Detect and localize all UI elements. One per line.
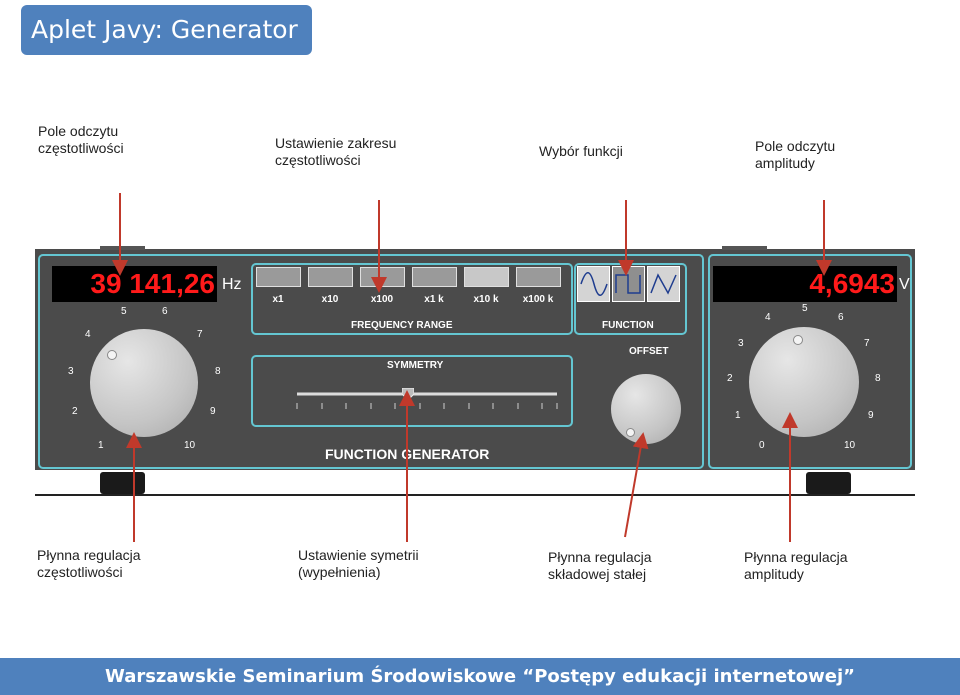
amp-dial-number: 6 (838, 312, 844, 323)
callout-line: amplitudy (755, 155, 815, 171)
callout-offset: Płynna regulacja składowej stałej (548, 549, 652, 583)
callout-amplitude: Płynna regulacja amplitudy (744, 549, 848, 583)
triangle-wave-icon (650, 273, 677, 295)
panel-outlines (38, 254, 912, 469)
freq-dial-number: 4 (85, 329, 91, 340)
amp-dial-number: 7 (864, 338, 870, 349)
amp-dial-number: 2 (727, 373, 733, 384)
range-button-x1[interactable] (256, 267, 301, 287)
range-button-x100k[interactable] (516, 267, 561, 287)
amplitude-unit: V (899, 276, 910, 293)
amp-dial-number: 1 (735, 410, 741, 421)
callout-line: Płynna regulacja (37, 547, 141, 563)
slide-title: Aplet Javy: Generator (21, 5, 312, 55)
range-label-x100: x100 (370, 294, 394, 305)
freq-dial-number: 6 (162, 306, 168, 317)
callout-line: Ustawienie symetrii (298, 547, 419, 563)
frequency-value: 39 141,26 (90, 268, 215, 299)
range-label-x100k: x100 k (522, 294, 554, 305)
callout-line: Płynna regulacja (744, 549, 848, 565)
range-button-x1k[interactable] (412, 267, 457, 287)
freq-dial-number: 10 (184, 440, 196, 451)
function-button-sine[interactable] (577, 266, 610, 302)
sine-wave-icon (580, 272, 608, 296)
range-button-x10k[interactable] (464, 267, 509, 287)
offset-label: OFFSET (629, 346, 669, 357)
amp-dial-number: 9 (868, 410, 874, 421)
footer-banner: Warszawskie Seminarium Środowiskowe “Pos… (0, 658, 960, 695)
range-label-x1: x1 (272, 294, 284, 305)
knob-indicator (793, 335, 803, 345)
callout-line: częstotliwości (38, 140, 124, 156)
callout-freq-adjust: Płynna regulacja częstotliwości (37, 547, 141, 581)
square-wave-icon (615, 274, 641, 294)
callout-line: Ustawienie zakresu (275, 135, 397, 151)
range-button-x10[interactable] (308, 267, 353, 287)
frequency-range-label: FREQUENCY RANGE (351, 320, 453, 331)
device-top-tab (722, 246, 767, 250)
freq-dial-number: 3 (68, 366, 74, 377)
function-button-triangle[interactable] (647, 266, 680, 302)
freq-dial-number: 7 (197, 329, 203, 340)
freq-dial-number: 9 (210, 406, 216, 417)
callout-line: (wypełnienia) (298, 564, 381, 580)
amplitude-knob[interactable] (749, 327, 859, 437)
callout-line: Pole odczytu (38, 123, 119, 139)
device-foot-right (806, 472, 851, 494)
callout-line: częstotliwości (275, 152, 361, 168)
function-label: FUNCTION (602, 320, 654, 331)
callout-line: Płynna regulacja (548, 549, 652, 565)
frequency-unit: Hz (222, 276, 242, 293)
range-label-x1k: x1 k (424, 294, 444, 305)
device-top-tab (100, 246, 145, 250)
frequency-knob[interactable] (90, 329, 198, 437)
amp-dial-number: 10 (844, 440, 856, 451)
callout-line: częstotliwości (37, 564, 123, 580)
amp-dial-number: 8 (875, 373, 881, 384)
callout-freq-range: Ustawienie zakresu częstotliwości (275, 135, 396, 169)
callout-symmetry: Ustawienie symetrii (wypełnienia) (298, 547, 419, 581)
callout-function-select: Wybór funkcji (539, 143, 623, 159)
freq-dial-number: 1 (98, 440, 104, 451)
callout-freq-readout: Pole odczytu częstotliwości (38, 123, 124, 157)
freq-dial-number: 5 (121, 306, 127, 317)
range-label-x10k: x10 k (473, 294, 499, 305)
knob-indicator (107, 350, 117, 360)
amp-dial-number: 0 (759, 440, 765, 451)
amp-dial-number: 5 (802, 303, 808, 314)
device-base-line (35, 494, 915, 496)
range-label-x10: x10 (321, 294, 339, 305)
callout-line: amplitudy (744, 566, 804, 582)
function-generator-applet: 39 141,26 Hz 4,6943 V x1 x10 x100 x1 k x… (35, 249, 915, 470)
freq-dial-number: 8 (215, 366, 221, 377)
callout-line: Pole odczytu (755, 138, 836, 154)
amp-dial-number: 4 (765, 312, 771, 323)
freq-dial-number: 2 (72, 406, 78, 417)
arrow-offset (624, 432, 649, 538)
amplitude-display: 4,6943 (713, 266, 897, 302)
amp-dial-number: 3 (738, 338, 744, 349)
frequency-display: 39 141,26 (52, 266, 217, 302)
callout-amp-readout: Pole odczytu amplitudy (755, 138, 835, 172)
callout-line: składowej stałej (548, 566, 647, 582)
symmetry-label: SYMMETRY (387, 360, 444, 371)
